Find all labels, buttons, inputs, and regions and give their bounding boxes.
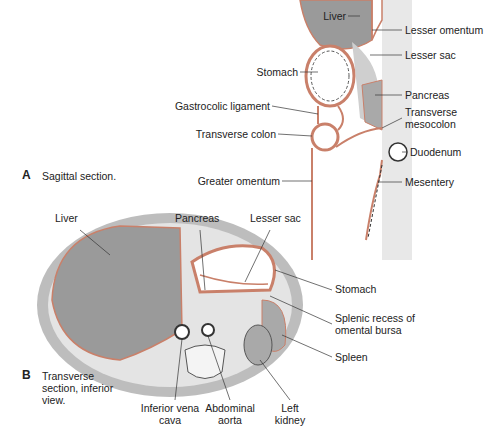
panel-letter: A — [22, 169, 36, 181]
stomach-shape — [306, 46, 354, 106]
part-label: Left kidney — [265, 402, 315, 426]
mesentery-vessel — [368, 165, 382, 238]
part-label: Pancreas — [405, 89, 489, 101]
part-label: Stomach — [200, 66, 298, 78]
leader-lines — [272, 16, 407, 182]
body-wall — [37, 213, 303, 397]
part-label: Greater omentum — [150, 175, 280, 187]
leader-lines — [80, 230, 332, 400]
part-label: Liver — [55, 212, 115, 224]
part-label: Lesser sac — [405, 49, 489, 61]
part-label: Lesser omentum — [405, 24, 489, 36]
part-label: Inferior vena cava — [140, 402, 200, 426]
lesser-sac-line — [200, 275, 268, 284]
part-label: Lesser sac — [250, 212, 320, 224]
liver-shape — [300, 0, 372, 49]
part-label: Transverse section, inferior view. — [42, 370, 132, 406]
part-label: Transverse mesocolon — [405, 106, 475, 130]
peritoneum-line — [312, 106, 382, 260]
liver-shape — [52, 226, 182, 360]
part-label: Abdominal aorta — [200, 402, 260, 426]
pancreas-shape — [362, 80, 382, 130]
duodenum-shape — [389, 143, 407, 161]
part-label: Mesentery — [405, 176, 489, 188]
part-label: Splenic recess of omental bursa — [335, 312, 435, 336]
vertebra-shape — [185, 345, 225, 379]
stomach-mucosa — [311, 51, 349, 101]
part-label: Sagittal section. — [42, 170, 162, 182]
part-label: Gastrocolic ligament — [130, 100, 270, 112]
ivc-shape — [175, 325, 189, 339]
part-label: Stomach — [335, 283, 415, 295]
panel-letter: B — [22, 369, 36, 381]
aorta-shape — [202, 324, 214, 336]
abdominal-cavity — [48, 223, 292, 387]
left-kidney-shape — [244, 325, 272, 365]
posterior-wall — [382, 0, 412, 260]
transverse-colon-shape — [312, 124, 338, 150]
part-label: Pancreas — [175, 212, 235, 224]
lesser-omentum-line — [372, 0, 382, 40]
part-label: Transverse colon — [150, 128, 276, 140]
part-label: Spleen — [335, 351, 415, 363]
part-label: Liver — [250, 10, 346, 22]
part-label: Duodenum — [410, 146, 489, 158]
